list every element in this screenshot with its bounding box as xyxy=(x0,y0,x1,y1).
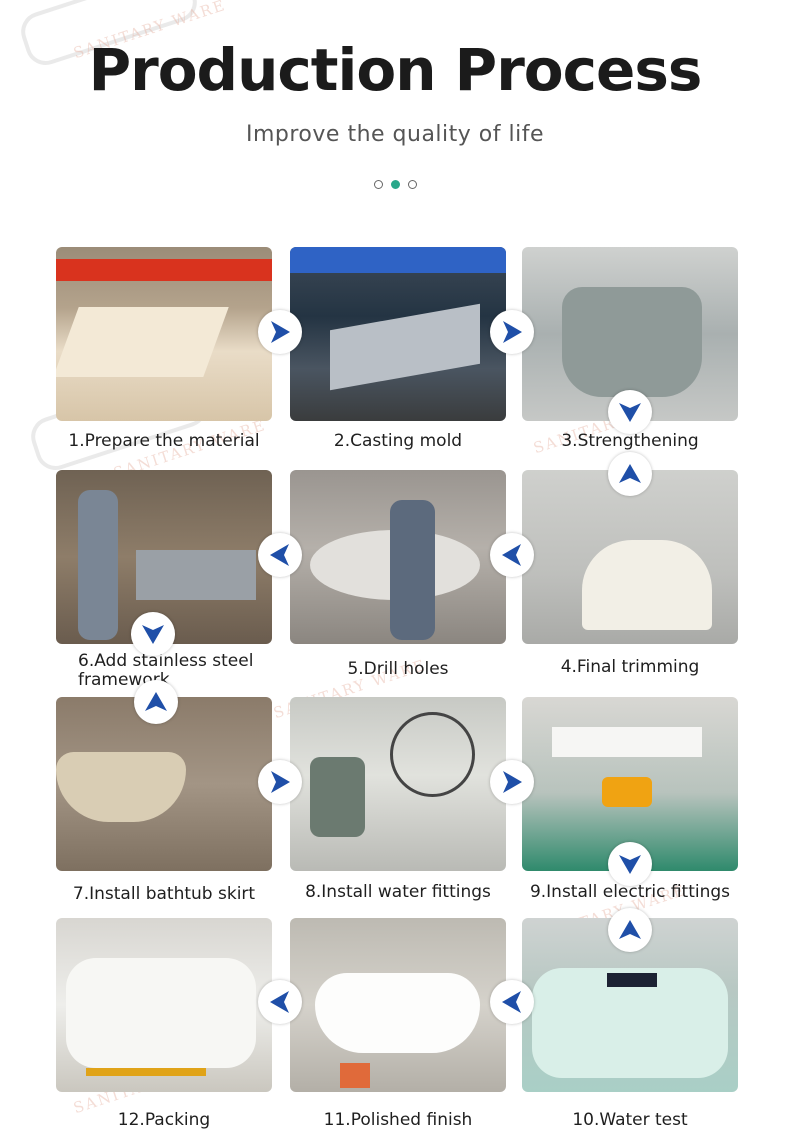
arrow-down-icon xyxy=(608,842,652,886)
arrow-up-icon xyxy=(608,908,652,952)
arrow-left-icon xyxy=(490,980,534,1024)
arrow-left-icon xyxy=(258,980,302,1024)
step-label: 11.Polished finish xyxy=(323,1110,473,1130)
arrow-right-icon xyxy=(490,310,534,354)
step-photo xyxy=(56,697,272,871)
arrow-down-icon xyxy=(131,612,175,656)
step-photo xyxy=(522,918,738,1092)
step-photo xyxy=(290,470,506,644)
step-photo xyxy=(56,247,272,421)
step-label: 2.Casting mold xyxy=(333,431,463,451)
carousel-dot[interactable] xyxy=(373,180,383,189)
step-label: 10.Water test xyxy=(572,1110,688,1130)
step-photo xyxy=(522,697,738,871)
carousel-dot[interactable] xyxy=(407,180,417,189)
page-title: Production Process xyxy=(88,36,703,104)
step-photo xyxy=(56,918,272,1092)
arrow-left-icon xyxy=(258,533,302,577)
step-label: 5.Drill holes xyxy=(347,659,449,679)
page-subtitle: Improve the quality of life xyxy=(245,122,544,147)
step-label: 8.Install water fittings xyxy=(305,882,491,902)
arrow-up-icon xyxy=(134,680,178,724)
arrow-up-icon xyxy=(608,452,652,496)
carousel-dot-active[interactable] xyxy=(390,180,400,189)
step-photo xyxy=(290,918,506,1092)
step-label: 12.Packing xyxy=(117,1110,211,1130)
step-label: 4.Final trimming xyxy=(560,657,700,677)
step-photo xyxy=(56,470,272,644)
step-photo xyxy=(290,697,506,871)
arrow-right-icon xyxy=(258,310,302,354)
carousel-dots xyxy=(0,180,790,189)
step-label: 1.Prepare the material xyxy=(68,431,260,451)
arrow-down-icon xyxy=(608,390,652,434)
step-photo xyxy=(522,470,738,644)
step-label: 7.Install bathtub skirt xyxy=(72,884,256,904)
step-label: 9.Install electric fittings xyxy=(529,882,731,902)
step-label: 3.Strengthening xyxy=(561,431,699,451)
arrow-left-icon xyxy=(490,533,534,577)
arrow-right-icon xyxy=(258,760,302,804)
arrow-right-icon xyxy=(490,760,534,804)
step-photo xyxy=(290,247,506,421)
